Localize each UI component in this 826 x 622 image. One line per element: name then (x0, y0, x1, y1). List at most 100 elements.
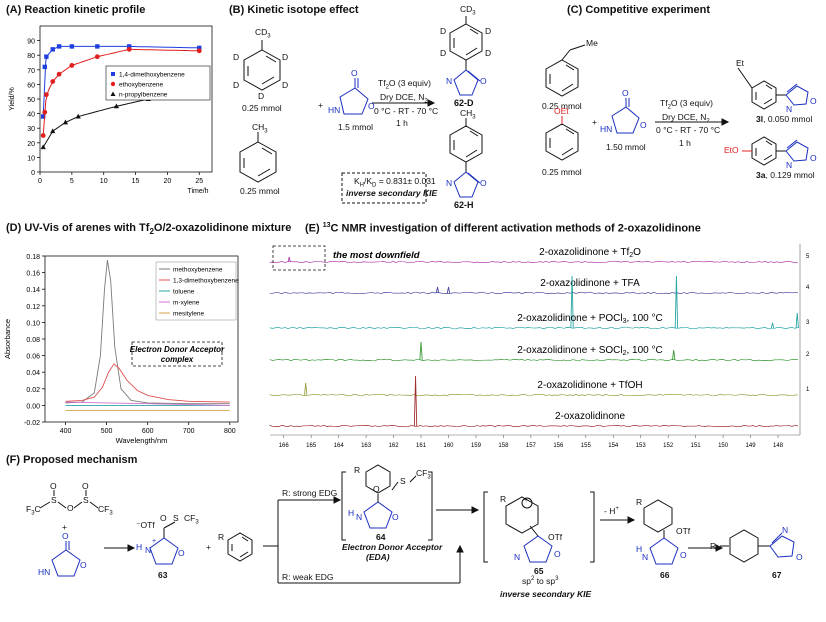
panel-d-title: (D) UV-Vis of arenes with Tf2O/2-oxazoli… (6, 222, 292, 237)
data-point-n-propylbenzene (113, 103, 120, 109)
right-tick-label-e: 5 (806, 254, 810, 260)
right-tick-label-e: 4 (806, 285, 810, 291)
compound-67-label: 67 (772, 570, 782, 580)
data-point-1-4-dimethoxybenzene (69, 44, 75, 49)
arene-r: R (218, 532, 225, 542)
c-cond-1: Tf2O (3 equiv) (660, 98, 713, 111)
y-tick-label-d: 0.18 (26, 254, 40, 261)
prod-d-4: D (485, 48, 492, 58)
d-label-3: D (233, 80, 240, 90)
oxazolidinone-ring-f (51, 549, 81, 577)
peak-2-oxazolidinone-pocl3-100-c (795, 312, 799, 329)
prod-h-ch3: CH3 (460, 108, 476, 121)
downfield-annotation: the most downfield (333, 250, 420, 261)
x-tick-label-e: 156 (553, 443, 564, 449)
panel-c-title: (C) Competitive experiment (567, 4, 711, 16)
y-tick-label-a: 70 (27, 68, 35, 75)
c-prod2-n: N (786, 160, 793, 170)
b-cond-4: 1 h (396, 118, 408, 128)
x-tick-label-e: 148 (773, 443, 784, 449)
legend-label-ethoxybenzene: ethoxybenzene (119, 82, 163, 89)
peak-2-oxazolidinone-pocl3-100-c (570, 275, 574, 329)
c63-o-ring: O (178, 548, 185, 558)
data-point-n-propylbenzene (50, 128, 56, 134)
x-tick-label-e: 152 (663, 443, 674, 449)
tf2o-s-2: S (83, 495, 89, 505)
data-point-1-4-dimethoxybenzene (56, 44, 62, 49)
int66-r: R (636, 497, 643, 507)
legend-marker-ethoxybenzene (110, 81, 116, 87)
spectrum-label-2-oxazolidinone-tf2o: 2-oxazolidinone + Tf2O (539, 247, 641, 259)
panel-a-title: (A) Reaction kinetic profile (6, 4, 146, 16)
eda-s: S (400, 476, 406, 486)
propylbenzene-ring (545, 59, 579, 97)
b-amount-1: 0.25 mmol (242, 103, 282, 113)
y-axis-title-a: Yield/% (9, 87, 16, 110)
y-axis-title-d: Absorbance (3, 319, 12, 359)
y-tick-label-d: 0.12 (26, 304, 40, 311)
prod-h-n: N (446, 178, 453, 188)
data-point-ethoxybenzene (196, 48, 202, 54)
prod-cd3-label: CD3 (460, 4, 476, 17)
x-tick-label-d: 600 (142, 428, 154, 435)
c-amount-1: 0.25 mmol (542, 101, 582, 111)
spectrum-methoxybenzene (65, 260, 230, 405)
legend-marker-1-4-dimethoxybenzene (111, 72, 115, 76)
product-62d-label: 62-D (454, 98, 474, 108)
kie-box (341, 172, 427, 204)
prod-d-2: D (485, 26, 492, 36)
data-point-n-propylbenzene (75, 113, 81, 119)
otf-anion: ⁻OTf (136, 520, 155, 530)
prod-d-1: D (440, 26, 447, 36)
int65-n: N (514, 552, 521, 562)
data-point-ethoxybenzene (69, 63, 75, 68)
x-axis-title-d: Wavelength/nm (116, 436, 168, 445)
b-oxz-amount: 1.5 mmol (338, 122, 373, 132)
c63-plus: + (152, 538, 157, 545)
peak-2-oxazolidinone-tf2o (287, 256, 291, 263)
strong-edg-label: R: strong EDG (282, 488, 338, 498)
eda-o: O (373, 484, 380, 494)
eda-annotation-box (131, 341, 223, 367)
tf2o-o-2: O (82, 481, 89, 491)
baseline-2-oxazolidinone (269, 424, 799, 428)
c-oxz-nh: HN (600, 124, 613, 134)
legend-marker-n-propylbenzene (110, 91, 116, 96)
x-tick-label-a: 20 (164, 178, 172, 185)
baseline-2-oxazolidinone-socl2-100-c (269, 358, 799, 362)
f-oxz-o: O (80, 560, 87, 570)
c-eto-label: EtO (724, 145, 739, 155)
x-tick-label-a: 10 (100, 178, 108, 185)
x-axis-title-a: Time/h (187, 188, 208, 195)
c-prod2-o: O (810, 153, 817, 163)
weak-edg-label: R: weak EDG (282, 572, 334, 582)
f-oxz-hn: HN (38, 567, 51, 577)
spectrum-label-2-oxazolidinone: 2-oxazolidinone (555, 411, 625, 422)
peak-2-oxazolidinone-socl2-100-c (419, 341, 423, 361)
b-cond-2: Dry DCE, N2 (380, 92, 428, 105)
c-cond-3: 0 °C - RT - 70 °C (656, 125, 721, 135)
x-tick-label-e: 157 (526, 443, 537, 449)
x-tick-label-d: 400 (60, 428, 72, 435)
data-point-n-propylbenzene (40, 144, 46, 150)
kie-label: inverse secondary KIE (346, 188, 438, 198)
c63-cf3: CF3 (184, 513, 199, 526)
c-me-label: Me (586, 38, 598, 48)
eda-n: N (356, 512, 363, 522)
c-amount-2: 0.25 mmol (542, 167, 582, 177)
data-point-1-4-dimethoxybenzene (50, 47, 55, 52)
baseline-2-oxazolidinone-tfoh (269, 393, 799, 397)
int65-oplus: + (524, 497, 529, 504)
eda-h: H (348, 508, 355, 518)
prod-h-o: O (480, 178, 487, 188)
prod67-o: O (796, 552, 803, 562)
eda-annotation-line-1: Electron Donor Acceptor (130, 345, 225, 354)
x-tick-label-e: 158 (498, 443, 509, 449)
data-point-1-4-dimethoxybenzene (44, 54, 49, 59)
y-tick-label-d: 0.06 (26, 354, 40, 361)
peak-2-oxazolidinone-tfa (446, 286, 451, 294)
data-point-n-propylbenzene (62, 119, 69, 125)
f-oxz-o-carbonyl: O (62, 531, 69, 541)
